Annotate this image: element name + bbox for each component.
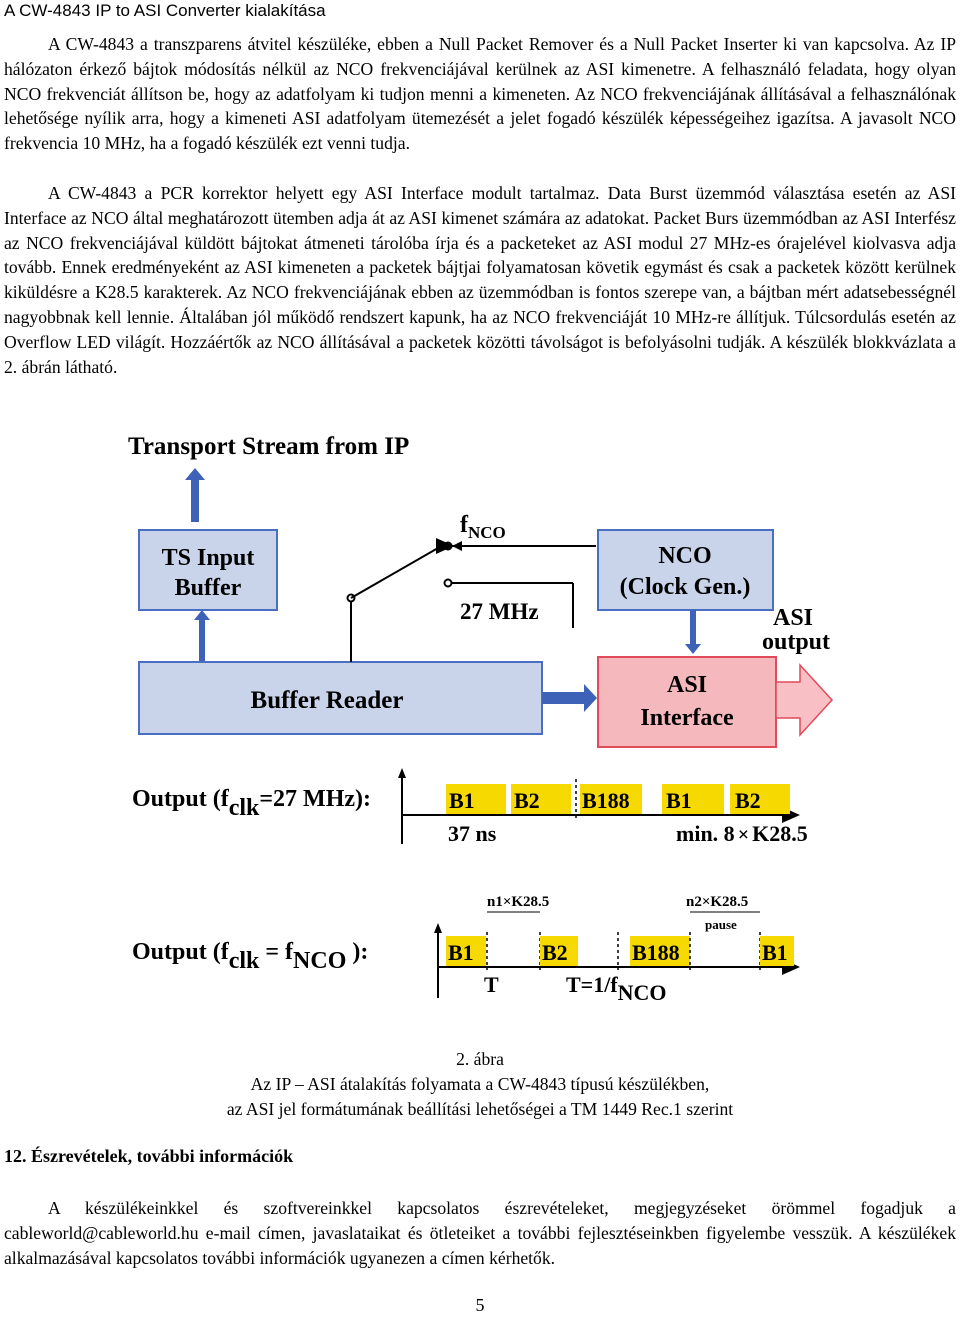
nco-to-asi-arrow (685, 610, 701, 654)
svg-text:B1: B1 (762, 940, 788, 965)
svg-text:B188: B188 (632, 940, 680, 965)
section-heading: A CW-4843 IP to ASI Converter kialakítás… (4, 1, 326, 20)
section-title: 12. Észrevételek, további információk (4, 1146, 294, 1166)
pause-label: pause (705, 917, 737, 932)
ts-input-label-2: Buffer (175, 575, 242, 601)
n1-label: n1×K28.5 (487, 894, 549, 910)
svg-text:B1: B1 (448, 940, 474, 965)
svg-text:B1: B1 (449, 788, 475, 813)
svg-text:B1: B1 (666, 788, 692, 813)
nco-label-2: (Clock Gen.) (620, 574, 751, 600)
output2-label: Output (fclk = fNCO ): (132, 939, 368, 974)
paragraph-1: A CW-4843 a transzparens átvitel készülé… (4, 34, 956, 154)
figure-caption-line-1: Az IP – ASI átalakítás folyamata a CW-48… (250, 1074, 710, 1094)
mhz27-label: 27 MHz (460, 599, 539, 624)
nco-clock-block: NCO (Clock Gen.) (597, 529, 774, 611)
block-diagram: Transport Stream from IP TS Input Buffer… (128, 433, 834, 1005)
asi-output-label-2: output (762, 629, 830, 655)
ts-input-buffer-block: TS Input Buffer (138, 529, 278, 611)
closing-paragraph: A készülékeinkkel és szoftvereinkkel kap… (4, 1198, 956, 1268)
svg-text:B188: B188 (582, 788, 630, 813)
buffer-to-reader-arrow (194, 610, 210, 662)
nco-label-1: NCO (658, 543, 711, 569)
ts-input-label-1: TS Input (162, 545, 255, 571)
title-arrow-shape (185, 468, 205, 522)
figure-number: 2. ábra (456, 1049, 504, 1069)
asi-interface-label-1: ASI (667, 672, 707, 698)
buffer-reader-block: Buffer Reader (138, 661, 543, 735)
paragraph-2: A CW-4843 a PCR korrektor helyett egy AS… (4, 183, 956, 377)
output2-T: T (484, 972, 499, 997)
output1-37ns: 37 ns (448, 821, 497, 846)
output1-cells: B1 B2 B188 B1 B2 (446, 779, 790, 818)
svg-text:B2: B2 (735, 788, 761, 813)
buffer-reader-label: Buffer Reader (251, 687, 404, 714)
fnco-label: fNCO (460, 512, 506, 542)
page-number: 5 (475, 1295, 485, 1315)
output2-T2: T=1/fNCO (566, 972, 667, 1005)
output1-label: Output (fclk=27 MHz): (132, 786, 371, 821)
svg-text:B2: B2 (514, 788, 540, 813)
output2-cells: B1 B2 B188 B1 (446, 932, 794, 970)
reader-to-asi-arrow (542, 684, 597, 712)
figure-caption-line-2: az ASI jel formátumának beállítási lehet… (226, 1099, 734, 1119)
asi-output-label-1: ASI (773, 605, 813, 631)
asi-interface-block: ASI Interface (597, 656, 777, 748)
n2-label: n2×K28.5 (686, 894, 748, 910)
asi-output-arrow (775, 663, 834, 737)
clock-switch (346, 538, 596, 662)
asi-interface-label-2: Interface (640, 705, 734, 731)
diagram-title: Transport Stream from IP (128, 433, 409, 460)
output1-min: min. 8×K28.5 (676, 821, 808, 846)
svg-text:B2: B2 (542, 940, 568, 965)
